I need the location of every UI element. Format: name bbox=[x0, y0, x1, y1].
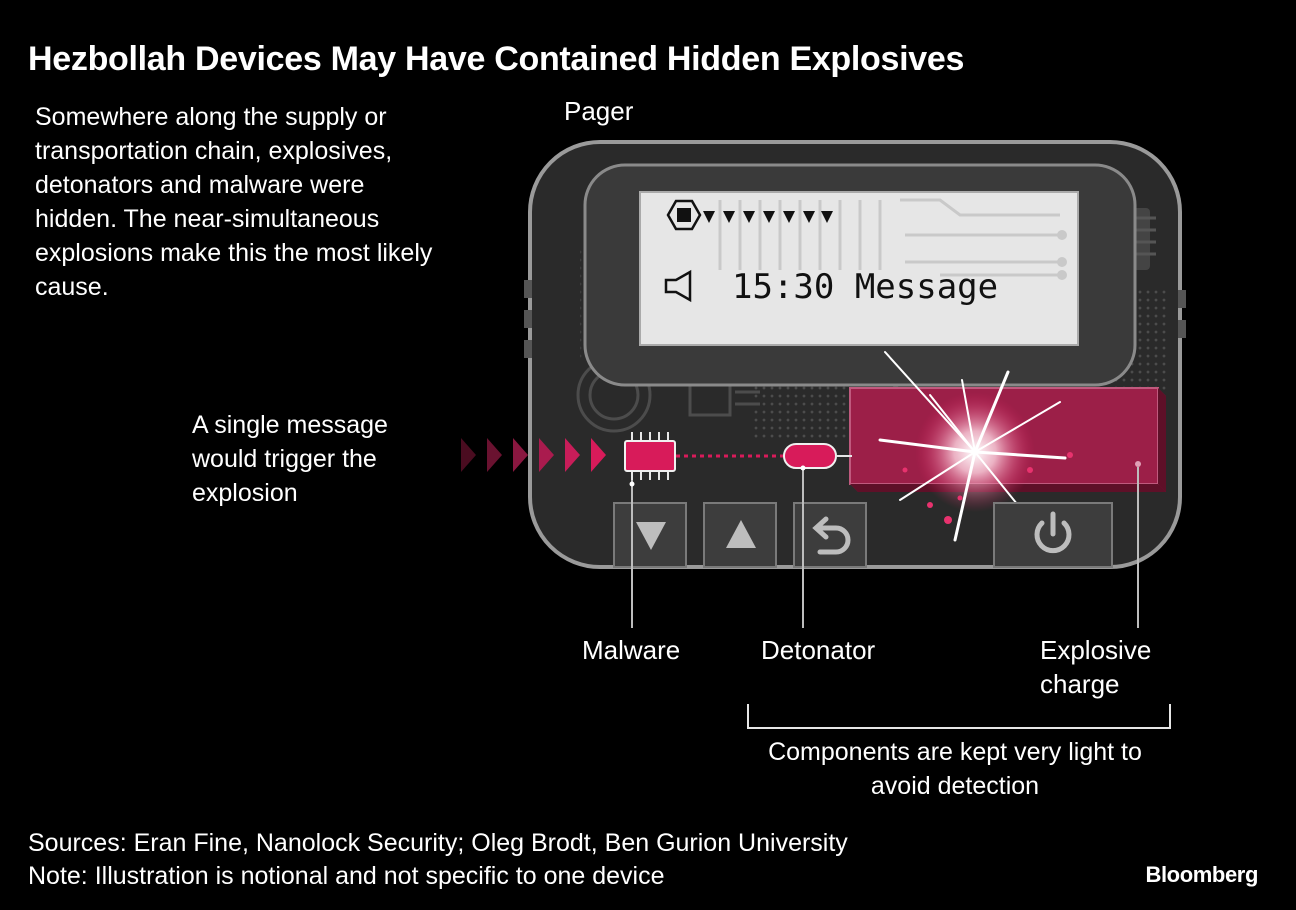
explosive-charge-label: Explosive charge bbox=[1040, 635, 1152, 699]
malware-chip-icon bbox=[624, 432, 676, 480]
note-text: Note: Illustration is notional and not s… bbox=[28, 862, 665, 890]
button-return[interactable] bbox=[793, 502, 867, 568]
detonator-label: Detonator bbox=[761, 635, 876, 665]
pager-label: Pager bbox=[564, 96, 634, 126]
signal-bars-icon bbox=[666, 199, 833, 231]
down-arrow-icon bbox=[636, 522, 666, 550]
button-power[interactable] bbox=[993, 502, 1113, 568]
button-up[interactable] bbox=[703, 502, 777, 568]
brand-logo: Bloomberg bbox=[1145, 862, 1258, 887]
speaker-icon bbox=[664, 269, 692, 303]
pager-screen bbox=[583, 163, 1137, 387]
incoming-signal-arrows bbox=[461, 438, 606, 472]
sources-text: Sources: Eran Fine, Nanolock Security; O… bbox=[28, 829, 848, 857]
leader-lines bbox=[631, 466, 1139, 628]
screen-message: 15:30 Message bbox=[732, 267, 998, 307]
components-bracket bbox=[747, 704, 1171, 729]
intro-text: Somewhere along the supply or transporta… bbox=[35, 103, 433, 301]
button-down[interactable] bbox=[613, 502, 687, 568]
trigger-text: A single message would trigger the explo… bbox=[192, 411, 388, 507]
malware-label: Malware bbox=[582, 635, 681, 665]
detonator-icon bbox=[783, 443, 852, 469]
components-note: Components are kept very light to avoid … bbox=[768, 738, 1142, 800]
return-icon bbox=[812, 516, 851, 555]
up-arrow-icon bbox=[726, 520, 756, 548]
power-icon bbox=[1034, 511, 1072, 554]
explosion-burst-icon bbox=[878, 351, 1073, 542]
page-title: Hezbollah Devices May Have Contained Hid… bbox=[28, 40, 965, 78]
